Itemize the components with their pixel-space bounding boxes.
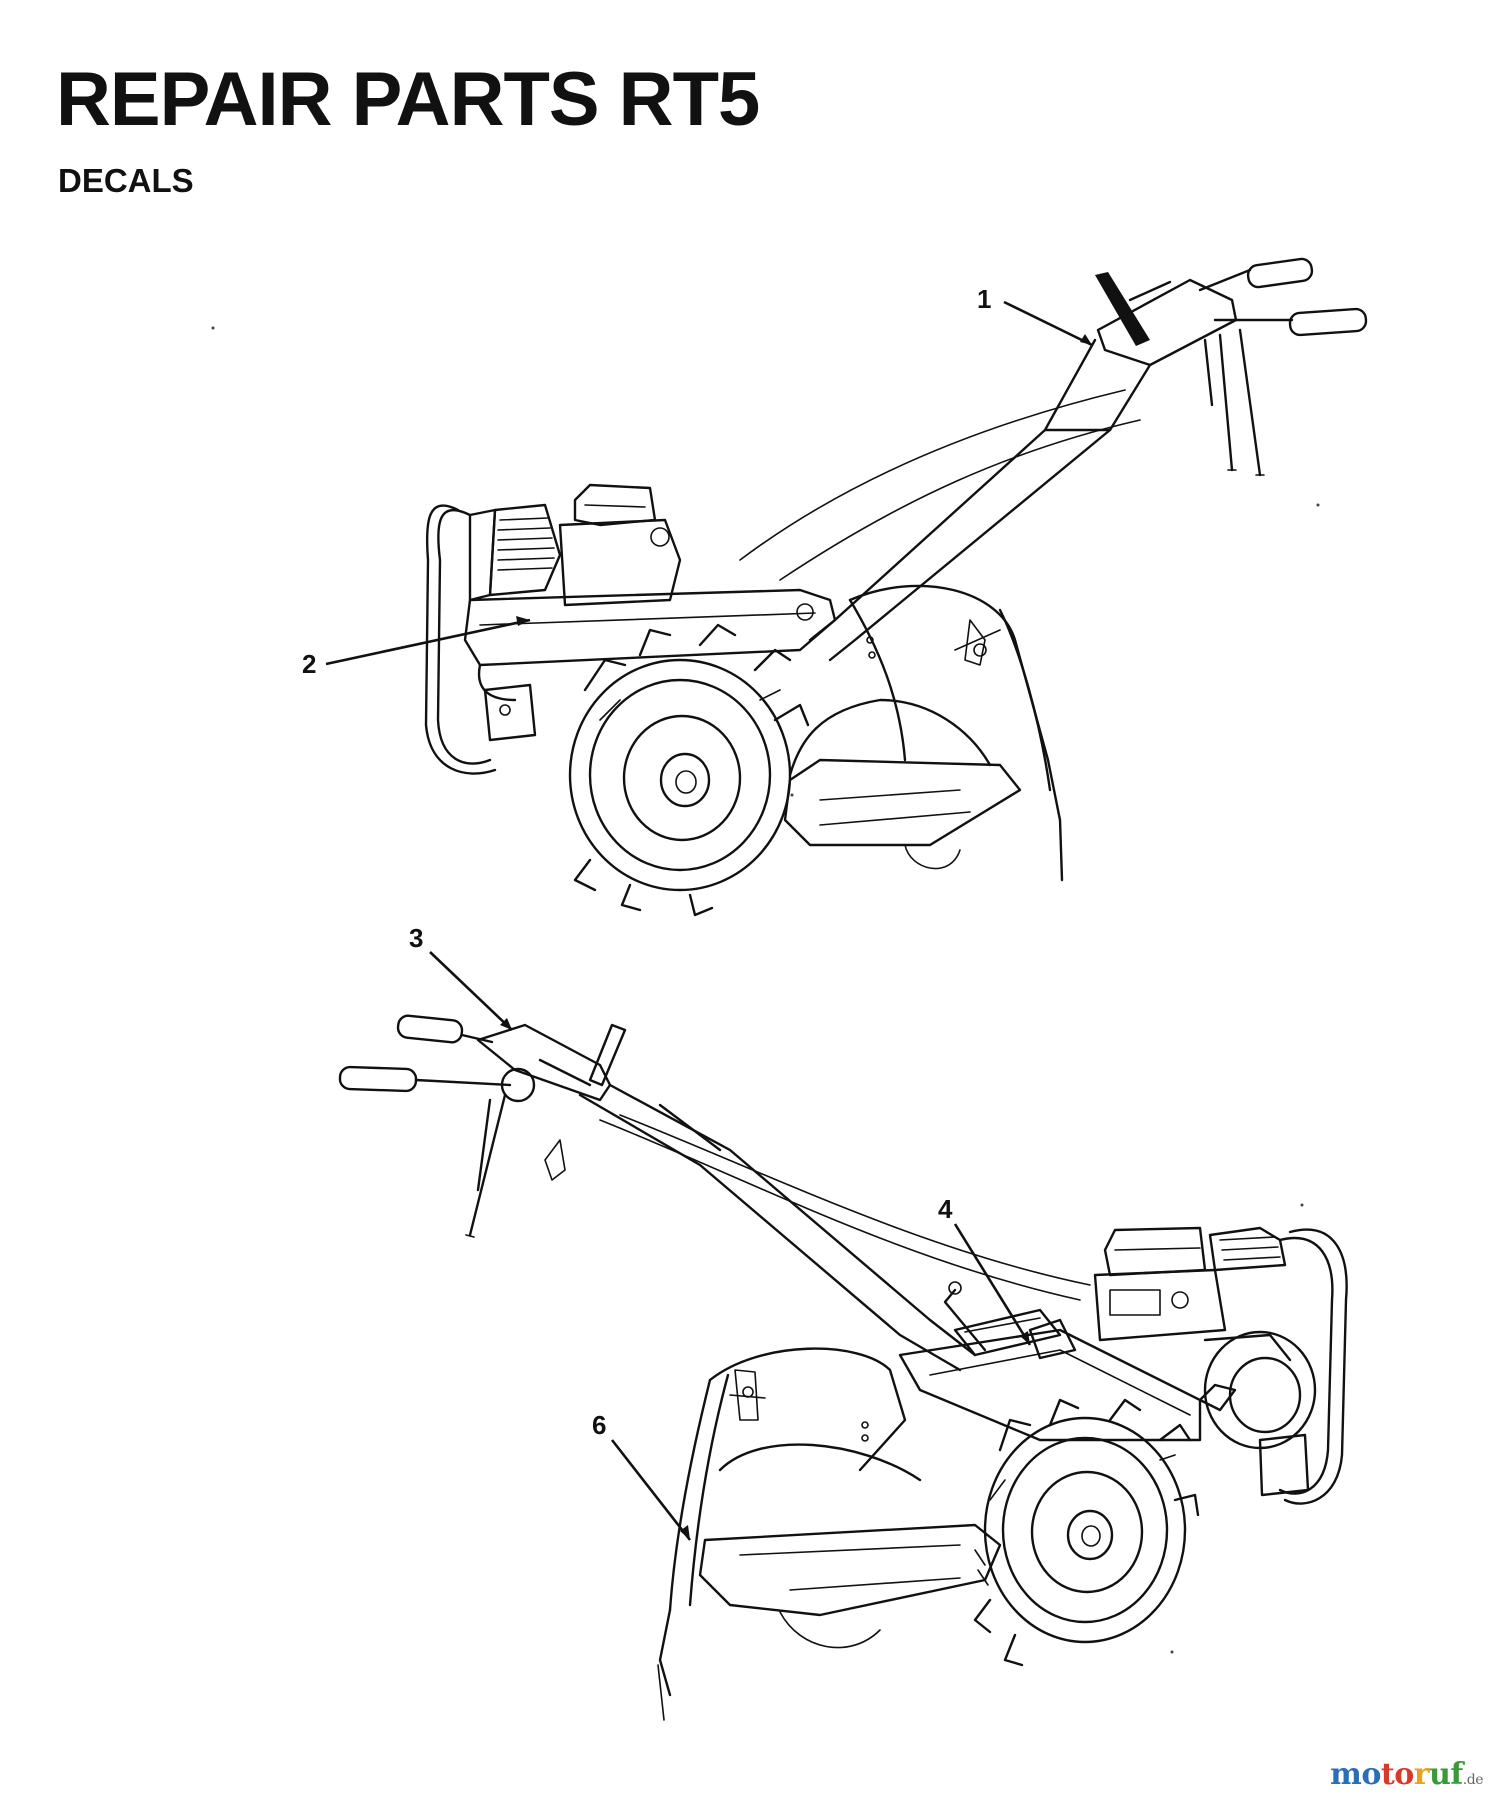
callout-2: 2 xyxy=(302,649,316,679)
section-subtitle: DECALS xyxy=(58,162,194,199)
callout-6: 6 xyxy=(592,1410,606,1440)
page-title: REPAIR PARTS RT5 xyxy=(56,57,760,142)
tiller-view-top xyxy=(424,257,1368,917)
watermark-logo: motoruf.de xyxy=(1330,1757,1483,1792)
callout-1: 1 xyxy=(977,284,991,314)
callout-4: 4 xyxy=(938,1194,953,1224)
tiller-view-bottom xyxy=(338,1014,1348,1721)
callout-3: 3 xyxy=(409,923,423,953)
